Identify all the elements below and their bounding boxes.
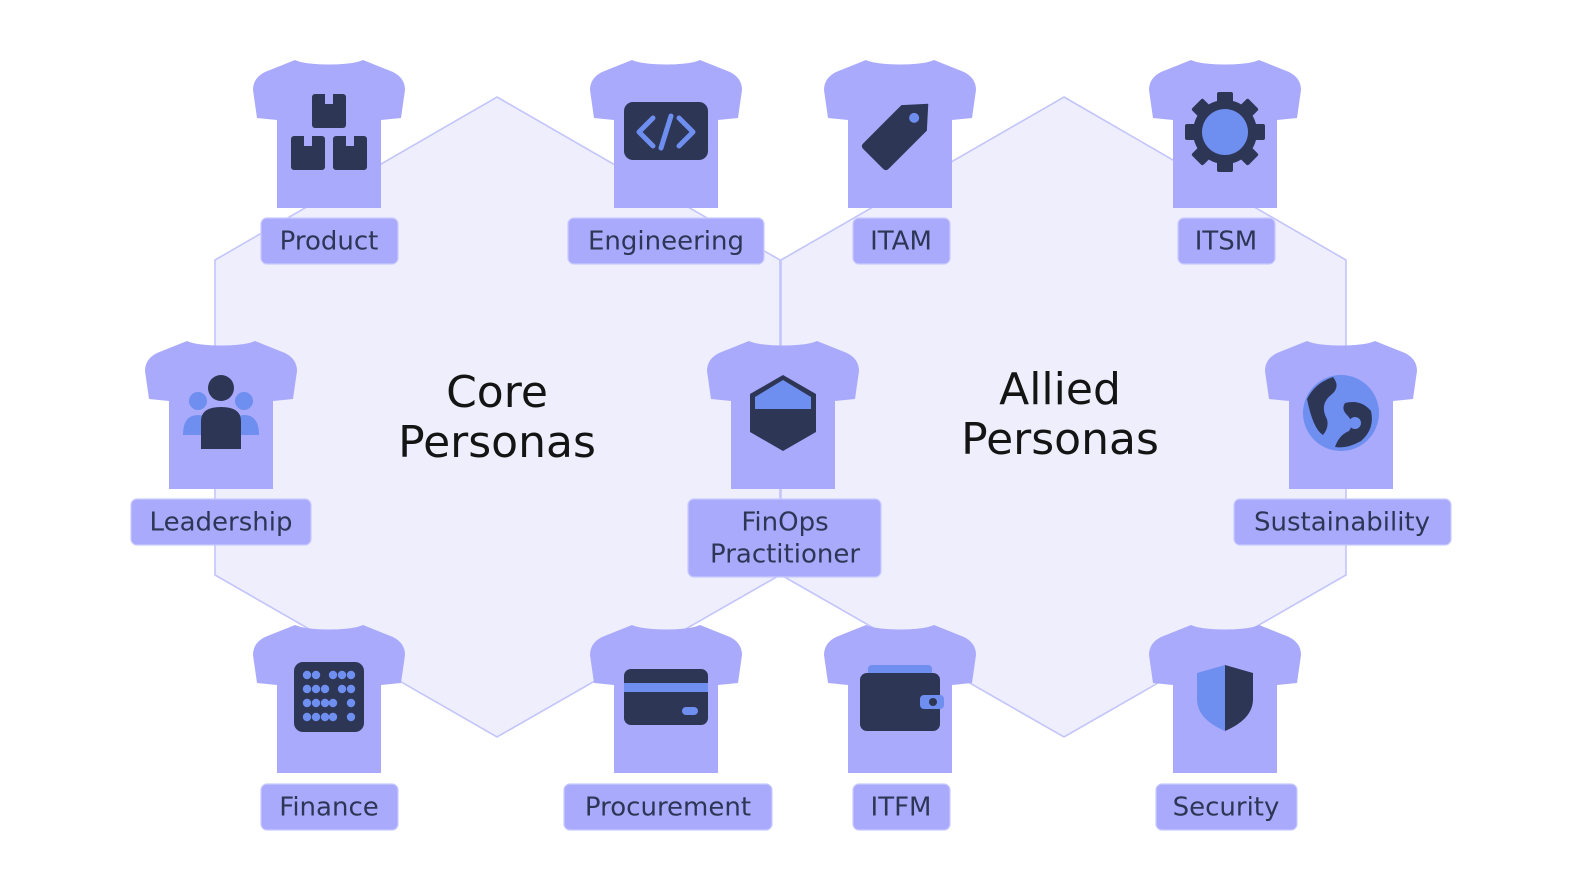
svg-text:ITAM: ITAM	[870, 227, 932, 257]
label-itfm: ITFM	[852, 783, 951, 831]
label-finance: Finance	[260, 783, 399, 831]
code-icon	[624, 102, 708, 160]
label-itsm: ITSM	[1177, 217, 1276, 265]
persona-sustainability	[1265, 341, 1417, 489]
shield-icon	[1197, 665, 1253, 731]
allied-personas-title: Allied	[999, 364, 1121, 415]
svg-text:Engineering: Engineering	[588, 227, 744, 257]
svg-text:Procurement: Procurement	[585, 793, 751, 823]
people-icon	[183, 375, 259, 449]
persona-security	[1149, 625, 1301, 773]
persona-procurement	[590, 625, 742, 773]
svg-text:Finance: Finance	[279, 793, 378, 823]
allied-personas-title-line2: Personas	[961, 414, 1159, 465]
label-leadership: Leadership	[130, 498, 312, 546]
gear-icon	[1185, 92, 1265, 172]
persona-product	[253, 60, 405, 208]
label-itam: ITAM	[852, 217, 951, 265]
label-product: Product	[260, 217, 399, 265]
core-personas-title: Core	[446, 367, 548, 418]
svg-text:Security: Security	[1173, 793, 1280, 823]
svg-text:Product: Product	[280, 227, 379, 257]
persona-engineering	[590, 60, 742, 208]
label-engineering: Engineering	[567, 217, 765, 265]
tag-icon	[861, 103, 929, 171]
hexagon-badge-icon	[750, 375, 816, 451]
svg-text:ITSM: ITSM	[1195, 227, 1258, 257]
abacus-icon	[294, 662, 364, 732]
svg-text:Sustainability: Sustainability	[1254, 508, 1430, 538]
svg-text:ITFM: ITFM	[871, 793, 932, 823]
label-procurement: Procurement	[563, 783, 773, 831]
wallet-icon	[860, 665, 944, 731]
label-finops-practitioner: FinOps Practitioner	[687, 498, 882, 578]
credit-card-icon	[624, 669, 708, 725]
persona-finops-practitioner	[707, 341, 859, 489]
label-sustainability: Sustainability	[1233, 498, 1452, 546]
boxes-icon	[291, 94, 367, 170]
svg-text:FinOps: FinOps	[741, 508, 828, 538]
core-personas-title-line2: Personas	[398, 417, 596, 468]
persona-finance	[253, 625, 405, 773]
label-security: Security	[1155, 783, 1298, 831]
persona-itam	[824, 60, 976, 208]
persona-leadership	[145, 341, 297, 489]
svg-text:Practitioner: Practitioner	[710, 540, 860, 570]
persona-itsm	[1149, 60, 1301, 208]
persona-itfm	[824, 625, 976, 773]
globe-icon	[1303, 375, 1379, 451]
svg-text:Leadership: Leadership	[150, 508, 293, 538]
